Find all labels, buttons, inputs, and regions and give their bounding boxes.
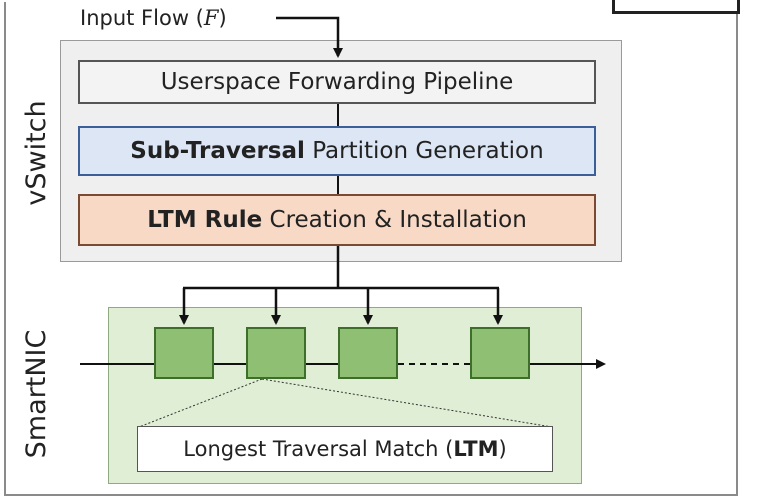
sub-traversal-partition-generation-box: Sub-Traversal Partition Generation xyxy=(78,126,596,176)
input-flow-arrow xyxy=(276,16,343,58)
ltm-rule-creation-box: LTM Rule Creation & Installation xyxy=(78,194,596,246)
outer-frame xyxy=(4,0,740,496)
smartnic-table-1 xyxy=(154,327,214,379)
corner-inset-box xyxy=(612,0,740,14)
userspace-forwarding-pipeline-box: Userspace Forwarding Pipeline xyxy=(78,60,596,104)
input-flow-suffix: ) xyxy=(218,6,227,30)
stage2-text: Partition Generation xyxy=(304,138,544,164)
ltm-prefix: Longest Traversal Match ( xyxy=(183,437,454,461)
ltm-suffix: ) xyxy=(498,437,507,461)
smartnic-label: SmartNIC xyxy=(21,329,52,459)
stage1-text: Userspace Forwarding Pipeline xyxy=(160,69,514,95)
ltm-callout-right xyxy=(261,378,553,428)
stage3-bold-text: LTM Rule xyxy=(147,207,263,233)
stage2-bold-text: Sub-Traversal xyxy=(130,138,305,164)
smartnic-table-2 xyxy=(246,327,306,379)
input-flow-label: Input Flow (F) xyxy=(80,6,227,30)
smartnic-table-4 xyxy=(470,327,530,379)
stage3-text: Creation & Installation xyxy=(262,207,527,233)
smartnic-table-3 xyxy=(338,327,398,379)
vswitch-label: vSwitch xyxy=(21,100,52,206)
longest-traversal-match-box: Longest Traversal Match (LTM) xyxy=(137,426,553,472)
ltm-bold: LTM xyxy=(453,437,499,461)
ltm-callout-left xyxy=(138,378,263,428)
input-flow-symbol: F xyxy=(203,6,219,30)
input-flow-prefix: Input Flow ( xyxy=(80,6,204,30)
